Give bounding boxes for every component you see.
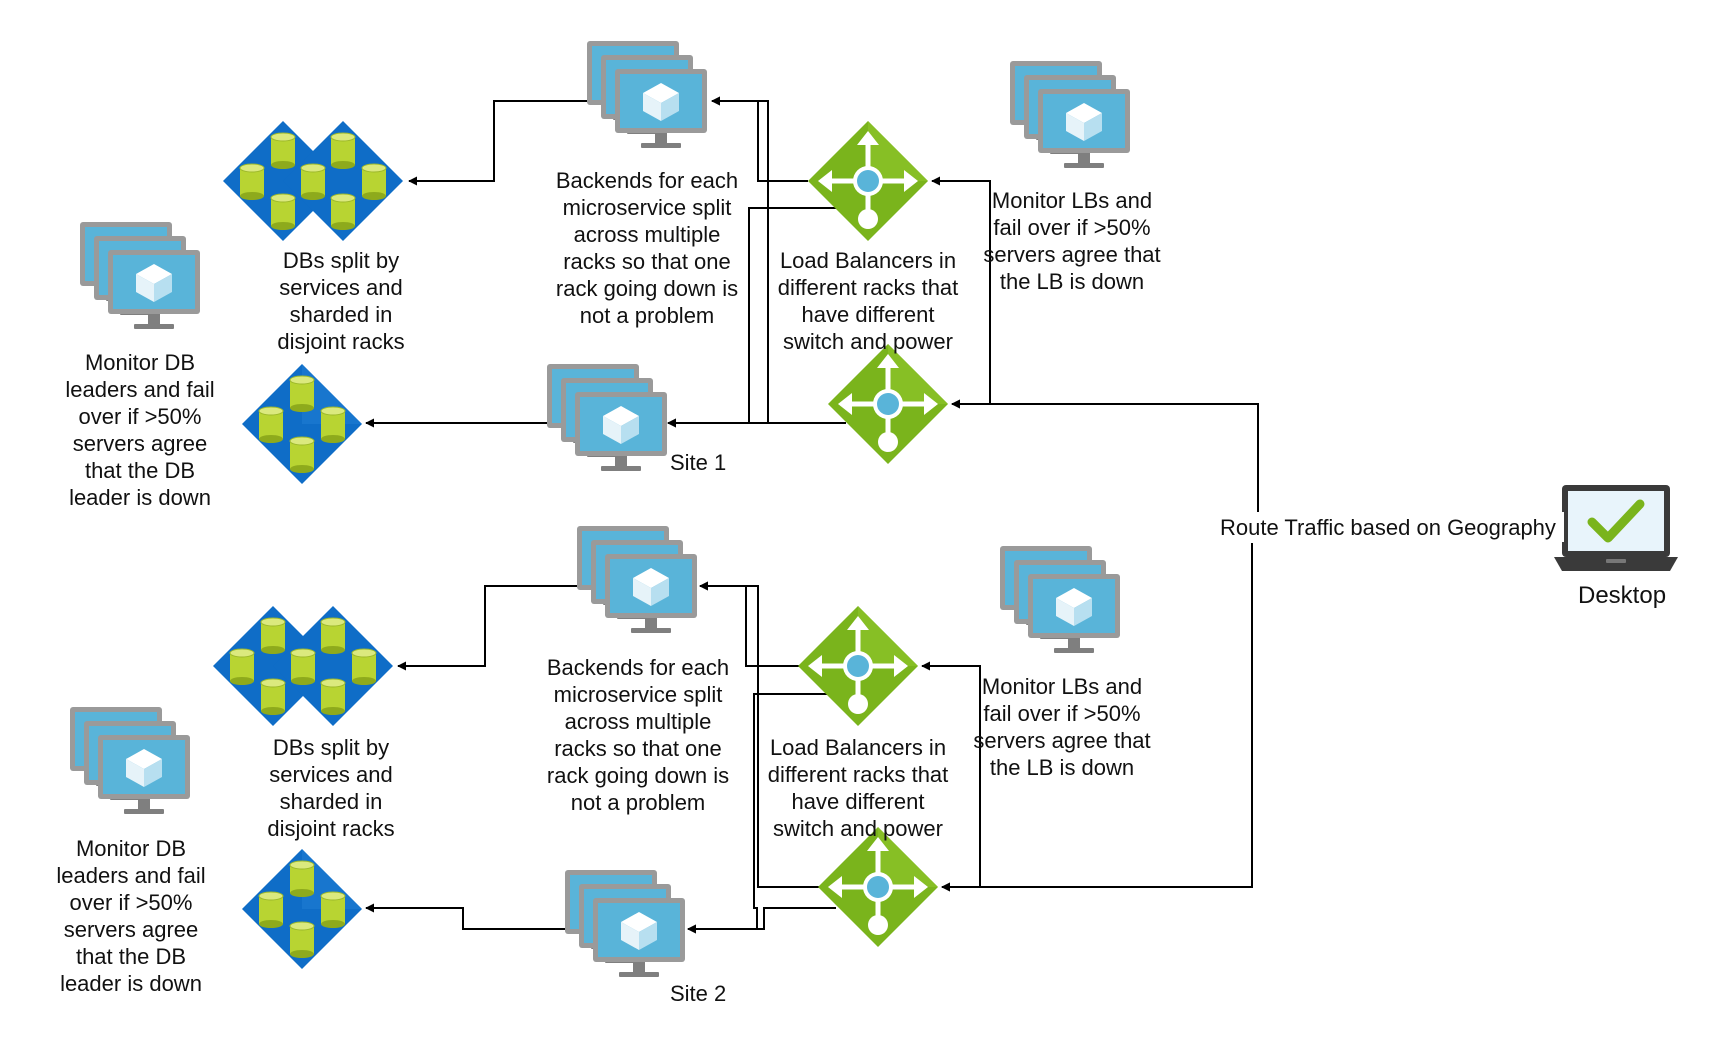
database-icon	[223, 121, 403, 241]
route-traffic-label: Route Traffic based on Geography	[1220, 515, 1556, 540]
database-icon	[213, 606, 393, 726]
site1-db-label: DBs split by services and sharded in dis…	[277, 248, 405, 354]
connector-lb-monitor-to-lb-top-site1	[931, 176, 991, 201]
load-balancer-icon	[818, 827, 938, 947]
site1-backend-label: Backends for each microservice split acr…	[555, 168, 739, 328]
connector-router-to-site1	[951, 399, 1259, 519]
connector-lb-bottom-to-backend-site2	[687, 907, 836, 934]
site2-label: Site 2	[670, 981, 727, 1006]
connector-router-to-site2	[941, 543, 1253, 892]
connector-backend-to-db-site2-top	[397, 585, 578, 671]
server-stack-icon	[565, 870, 685, 977]
server-stack-icon	[80, 222, 200, 329]
site2-lb-monitor-label: Monitor LBs and fail over if >50% server…	[973, 674, 1151, 780]
server-stack-icon	[577, 526, 697, 633]
site2-db-monitor-label: Monitor DB leaders and fail over if >50%…	[56, 836, 206, 996]
load-balancer-icon	[798, 606, 918, 726]
connector-lb-bottom-to-backend-top-site2	[699, 581, 836, 888]
server-stack-icon	[547, 364, 667, 471]
server-stack-icon	[1000, 546, 1120, 653]
site1-lb-label: Load Balancers in different racks that h…	[777, 248, 959, 354]
desktop-label: Desktop	[1578, 582, 1667, 609]
server-stack-icon	[70, 707, 190, 814]
load-balancer-icon	[828, 344, 948, 464]
site-1	[80, 41, 1259, 519]
connector-lb-monitor-to-lb-top-site2	[921, 661, 981, 686]
server-stack-icon	[1010, 61, 1130, 168]
database-icon	[242, 364, 362, 484]
site2-backend-label: Backends for each microservice split acr…	[546, 655, 730, 815]
site1-lb-monitor-label: Monitor LBs and fail over if >50% server…	[983, 188, 1161, 294]
connector-backend-to-db-site1-top	[408, 100, 589, 186]
site1-db-monitor-label: Monitor DB leaders and fail over if >50%…	[65, 350, 215, 510]
laptop-icon	[1554, 485, 1678, 571]
connector-backend-to-db-site2-bottom	[365, 903, 565, 930]
site1-label: Site 1	[670, 450, 727, 475]
site2-lb-label: Load Balancers in different racks that h…	[767, 735, 949, 841]
site-2	[70, 526, 1253, 977]
site2-db-label: DBs split by services and sharded in dis…	[267, 735, 395, 841]
server-stack-icon	[587, 41, 707, 148]
load-balancer-icon	[808, 121, 928, 241]
database-icon	[242, 849, 362, 969]
